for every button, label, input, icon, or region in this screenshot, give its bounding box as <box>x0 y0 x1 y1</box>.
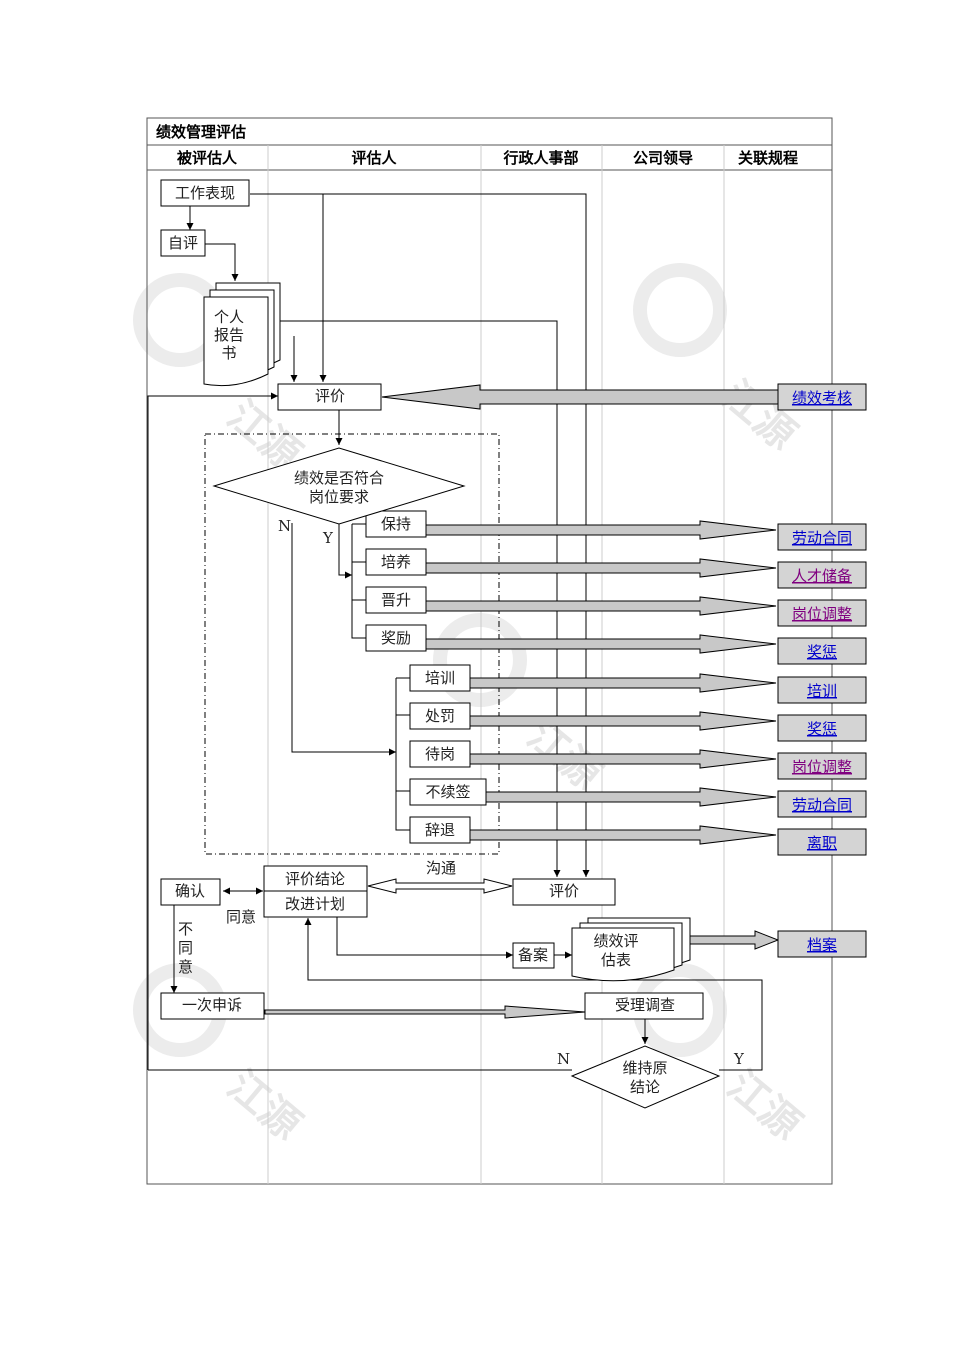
node-evaluate: 评价 <box>315 387 345 405</box>
label-y-maintain: Y <box>733 1050 745 1068</box>
lane-header-leadership: 公司领导 <box>633 149 693 167</box>
diagram-title: 绩效管理评估 <box>156 123 246 141</box>
node-cultivate: 培养 <box>381 553 411 571</box>
node-personal-report-line3: 书 <box>221 344 236 362</box>
link-perf-review[interactable]: 绩效考核 <box>792 389 852 407</box>
node-decision-line2: 岗位要求 <box>309 488 369 506</box>
node-eval-form-line1: 绩效评 <box>593 932 638 950</box>
link-training[interactable]: 培训 <box>807 682 837 700</box>
node-file: 备案 <box>518 946 548 964</box>
node-personal-report-line1: 个人 <box>214 308 244 326</box>
related-procedures: 绩效考核 劳动合同 人才储备 岗位调整 奖惩 培训 奖惩 岗位调整 劳动合同 离… <box>777 383 867 958</box>
label-agree: 同意 <box>226 908 256 926</box>
node-no-renew: 不续签 <box>425 783 470 801</box>
label-n-decision: N <box>278 517 291 535</box>
link-post-adjust-1[interactable]: 岗位调整 <box>792 605 852 623</box>
node-punish: 处罚 <box>425 707 455 725</box>
node-decision-line1: 绩效是否符合 <box>294 469 384 487</box>
node-work-performance: 工作表现 <box>175 184 235 202</box>
label-communicate: 沟通 <box>426 859 456 877</box>
node-keep: 保持 <box>381 515 411 533</box>
label-disagree-1: 不 <box>178 920 193 938</box>
link-labor-contract-1[interactable]: 劳动合同 <box>792 529 852 547</box>
document-shapes <box>203 282 691 982</box>
node-appeal: 一次申诉 <box>182 996 242 1014</box>
node-maintain-line1: 维持原 <box>622 1059 667 1077</box>
watermark-text-5: 江源 <box>719 1062 810 1149</box>
node-dismiss: 辞退 <box>425 821 455 839</box>
link-post-adjust-2[interactable]: 岗位调整 <box>792 758 852 776</box>
node-improve-plan: 改进计划 <box>285 895 345 913</box>
node-confirm: 确认 <box>175 882 205 900</box>
node-maintain-line2: 结论 <box>630 1078 660 1096</box>
edge-labels: N Y 沟通 同意 不 同 意 N Y <box>178 517 745 1068</box>
watermark-text-4: 江源 <box>219 1062 310 1149</box>
link-archive[interactable]: 档案 <box>807 936 837 954</box>
node-eval-form-line2: 估表 <box>601 951 631 969</box>
lane-header-evaluator: 评估人 <box>351 149 397 167</box>
link-resign[interactable]: 离职 <box>807 834 837 852</box>
lane-header-hr: 行政人事部 <box>502 149 578 167</box>
label-n-maintain: N <box>557 1050 570 1068</box>
thick-arrows <box>264 384 780 1019</box>
connectors <box>147 193 763 1071</box>
node-promote: 晋升 <box>381 591 411 609</box>
label-disagree-3: 意 <box>178 958 193 976</box>
label-disagree-2: 同 <box>178 939 193 957</box>
node-training: 培训 <box>425 669 455 687</box>
link-labor-contract-2[interactable]: 劳动合同 <box>792 796 852 814</box>
link-talent-reserve[interactable]: 人才储备 <box>792 567 852 585</box>
lane-header-related: 关联规程 <box>738 149 798 167</box>
node-personal-report-line2: 报告 <box>214 326 244 344</box>
lane-header-evaluatee: 被评估人 <box>177 149 238 167</box>
node-conclusion: 评价结论 <box>285 870 345 888</box>
node-hr-evaluate: 评价 <box>549 882 579 900</box>
link-rewards-punish-1[interactable]: 奖惩 <box>807 643 837 661</box>
link-rewards-punish-2[interactable]: 奖惩 <box>807 720 837 738</box>
node-self-eval: 自评 <box>168 234 198 252</box>
node-labels: 工作表现 自评 个人 报告 书 评价 绩效是否符合 岗位要求 保持 培养 晋升 … <box>168 184 675 1096</box>
swimlane-table: 绩效管理评估 被评估人 评估人 行政人事部 公司领导 关联规程 <box>146 117 833 1185</box>
node-standby: 待岗 <box>425 745 455 763</box>
label-y-decision: Y <box>322 529 334 547</box>
process-boxes <box>160 179 721 1109</box>
node-investigate: 受理调查 <box>615 996 675 1014</box>
node-reward: 奖励 <box>381 629 411 647</box>
